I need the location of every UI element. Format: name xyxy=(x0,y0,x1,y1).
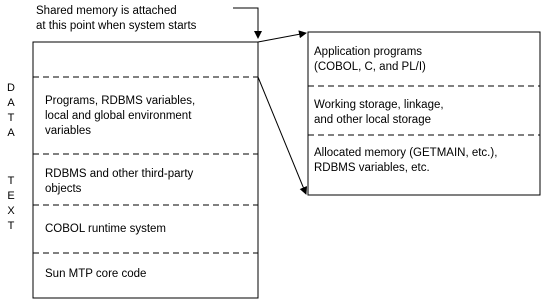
application-programs-text: Application programs (COBOL, C, and PL/I… xyxy=(314,46,426,73)
cobol-runtime-text: COBOL runtime system xyxy=(45,223,166,235)
data-vertical-label: D A T A xyxy=(4,82,18,142)
text-letter: T xyxy=(7,175,15,187)
data-letter: T xyxy=(7,112,15,124)
callout-bracket xyxy=(233,7,262,39)
text-vertical-label: T E X T xyxy=(4,175,18,235)
detail-box xyxy=(307,31,541,196)
allocated-memory-text: Allocated memory (GETMAIN, etc.), RDBMS … xyxy=(314,147,498,174)
data-letter: A xyxy=(7,127,15,139)
programs-section-text: Programs, RDBMS variables, local and glo… xyxy=(45,95,196,137)
rdbms-section-text: RDBMS and other third-party objects xyxy=(45,168,194,195)
core-code-text: Sun MTP core code xyxy=(45,268,147,280)
working-storage-text: Working storage, linkage, and other loca… xyxy=(314,99,444,126)
callout-text: Shared memory is attached at this point … xyxy=(36,5,197,32)
expansion-arrow-bottom xyxy=(257,76,308,195)
text-letter: E xyxy=(7,190,15,202)
expansion-arrow-top xyxy=(257,30,307,43)
data-letter: D xyxy=(7,82,15,94)
data-letter: A xyxy=(7,97,15,109)
memory-map-box xyxy=(32,41,259,299)
text-letter: T xyxy=(7,220,15,232)
text-letter: X xyxy=(7,205,15,217)
